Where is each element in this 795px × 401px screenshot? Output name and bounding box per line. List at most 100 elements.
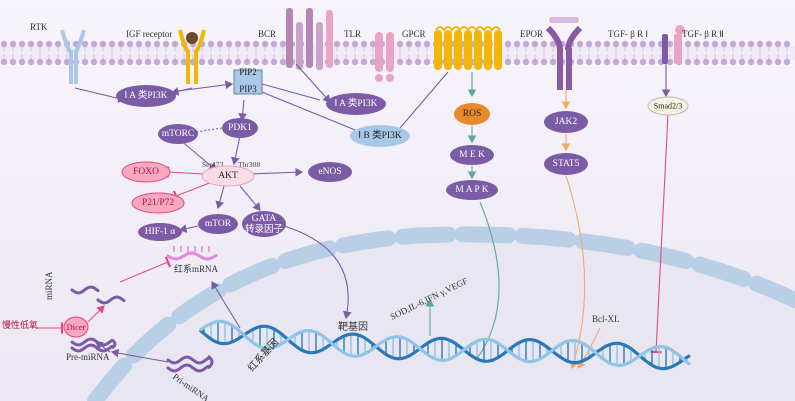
node-mtor[interactable]: mTOR (198, 214, 238, 234)
node-mek[interactable]: M E K (450, 145, 494, 165)
node-pi3k-ib[interactable]: Ⅰ B 类PI3K (350, 125, 410, 147)
lipid-head-outer (639, 40, 647, 48)
node-smad[interactable]: Smad2/3 (647, 96, 689, 116)
lipid-head-inner (90, 58, 98, 66)
lipid-head-inner (225, 58, 233, 66)
lipid-head-outer (405, 40, 413, 48)
bcr-label: BCR (258, 29, 276, 39)
lipid-head-inner (594, 58, 602, 66)
lipid-head-outer (738, 40, 746, 48)
lipid-head-outer (144, 40, 152, 48)
lipid-head-outer (684, 40, 692, 48)
lipid-head-inner (117, 58, 125, 66)
gpcr-helix (494, 30, 502, 70)
lipid-head-outer (108, 40, 116, 48)
lipid-head-outer (135, 40, 143, 48)
node-stat5[interactable]: STAT5 (544, 153, 588, 175)
pip3-label: PIP3 (239, 84, 257, 94)
bclxl-label: Bcl-XL (592, 314, 620, 324)
tgfb-r2-label: TGF- β R Ⅱ (682, 29, 724, 39)
lipid-head-inner (216, 58, 224, 66)
lipid-head-inner (351, 58, 359, 66)
pip2-label: PIP2 (239, 67, 257, 77)
lipid-head-inner (765, 58, 773, 66)
rtk-receptor-icon[interactable] (60, 29, 86, 84)
node-pip[interactable]: PIP2 PIP3 (233, 67, 263, 95)
lipid-head-inner (783, 58, 791, 66)
pdk1-label: PDK1 (228, 123, 252, 133)
node-akt[interactable]: AKT (201, 165, 255, 187)
lipid-head-outer (243, 40, 251, 48)
lipid-head-outer (630, 40, 638, 48)
p21-label: P21/P72 (142, 198, 174, 208)
node-jak2[interactable]: JAK2 (544, 111, 588, 133)
lipid-head-inner (261, 58, 269, 66)
tlr-receptor-icon[interactable] (375, 32, 394, 82)
lipid-head-outer (216, 40, 224, 48)
lipid-head-outer (414, 40, 422, 48)
lipid-head-outer (27, 40, 35, 48)
foxo-label: FOXO (133, 167, 159, 177)
lipid-head-inner (54, 58, 62, 66)
rtk-label: RTK (30, 22, 48, 32)
hif-label: HIF-1 α (145, 227, 176, 237)
mirna-label: miRNA (44, 271, 54, 300)
igf-receptor-icon[interactable] (178, 29, 206, 84)
node-dicer[interactable]: Dicer (63, 316, 89, 338)
lipid-head-outer (18, 40, 26, 48)
nuclear-envelope (87, 226, 795, 401)
node-pi3k-ia-left[interactable]: Ⅰ A 类PI3K (116, 85, 176, 107)
node-ros[interactable]: ROS (454, 103, 490, 125)
hongxi-mrna-label: 红系mRNA (174, 263, 219, 274)
lipid-head-outer (540, 40, 548, 48)
lipid-head-inner (666, 58, 674, 66)
lipid-head-inner (648, 58, 656, 66)
lipid-head-outer (81, 40, 89, 48)
pathway-arrows (36, 63, 671, 370)
gpcr-helix (444, 30, 452, 70)
gpcr-loops (435, 26, 501, 32)
lipid-head-inner (198, 58, 206, 66)
lipid-head-outer (9, 40, 17, 48)
node-foxo[interactable]: FOXO (121, 161, 171, 183)
node-mapk[interactable]: M A P K (446, 180, 498, 200)
lipid-head-outer (747, 40, 755, 48)
lipid-head-outer (0, 40, 8, 48)
lipid-head-outer (774, 40, 782, 48)
lipid-head-inner (36, 58, 44, 66)
epor-receptor-icon[interactable] (545, 17, 583, 90)
lipid-head-outer (333, 40, 341, 48)
mirna-strand-2 (96, 295, 126, 305)
node-hif[interactable]: HIF-1 α (138, 223, 182, 241)
lipid-head-outer (504, 40, 512, 48)
lipid-head-inner (576, 58, 584, 66)
node-enos[interactable]: eNOS (308, 162, 352, 182)
gpcr-helix (434, 30, 442, 70)
gpcr-receptor-icon[interactable] (434, 26, 502, 70)
node-pi3k-ia-right[interactable]: Ⅰ A 类PI3K (326, 93, 386, 115)
node-mtorc[interactable]: mTORC (158, 124, 198, 144)
jak2-label: JAK2 (555, 117, 577, 127)
lipid-head-inner (540, 58, 548, 66)
lipid-head-outer (279, 40, 287, 48)
lipid-head-outer (522, 40, 530, 48)
lipid-head-outer (117, 40, 125, 48)
lipid-head-inner (360, 58, 368, 66)
lipid-head-inner (153, 58, 161, 66)
lipid-head-inner (81, 58, 89, 66)
pri-mirna-strand-2 (166, 355, 210, 365)
lipid-head-inner (738, 58, 746, 66)
tgfb-receptor-icon[interactable] (662, 25, 685, 64)
mirna-strand-1 (70, 285, 100, 295)
node-p21[interactable]: P21/P72 (131, 192, 185, 214)
lipid-head-inner (171, 58, 179, 66)
lipid-head-outer (531, 40, 539, 48)
lipid-head-outer (603, 40, 611, 48)
lipid-head-outer (351, 40, 359, 48)
bcr-receptor-icon[interactable] (286, 8, 333, 70)
node-pdk1[interactable]: PDK1 (222, 118, 258, 138)
lipid-head-outer (171, 40, 179, 48)
pre-mirna-strand-2 (70, 337, 114, 347)
mtorc-label: mTORC (162, 129, 195, 139)
